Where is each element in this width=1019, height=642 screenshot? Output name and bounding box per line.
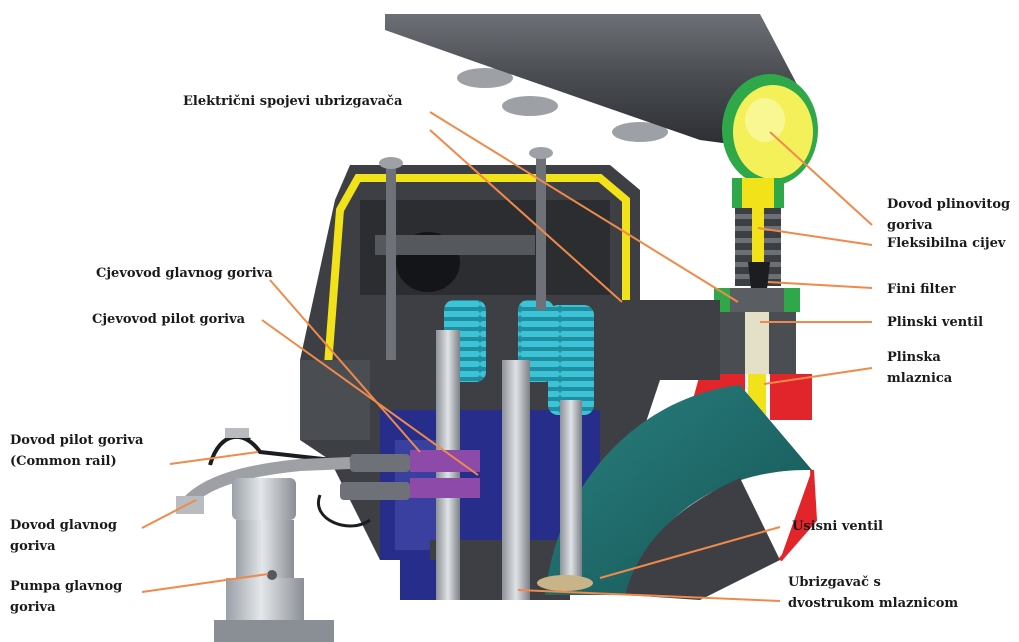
label-line: Ubrizgavač s bbox=[788, 575, 881, 590]
label-line: goriva bbox=[10, 600, 56, 615]
label-main-fuel-line: Cjevovod glavnog goriva bbox=[96, 263, 273, 284]
leader-fine-filter bbox=[767, 281, 873, 289]
label-line: Dovod glavnog bbox=[10, 518, 118, 533]
label-line: Cjevovod pilot goriva bbox=[92, 312, 246, 327]
label-line: Cjevovod glavnog goriva bbox=[96, 266, 273, 281]
label-electrical-connections: Električni spojevi ubrizgavača bbox=[183, 91, 402, 112]
gas-supply-pipe bbox=[385, 14, 818, 186]
leader-flex-pipe bbox=[757, 227, 873, 246]
leader-gas-supply bbox=[769, 131, 873, 226]
label-line: Dovod plinovitog bbox=[887, 197, 1011, 212]
label-line: mlaznica bbox=[887, 371, 953, 386]
label-main-fuel-supply: Dovod glavnog goriva bbox=[10, 515, 117, 557]
leader-pilot-supply bbox=[169, 451, 259, 465]
leader-lines bbox=[141, 111, 873, 602]
label-gas-nozzle: Plinska mlaznica bbox=[887, 347, 952, 389]
label-line: goriva bbox=[10, 539, 56, 554]
label-line: Plinska bbox=[887, 350, 941, 365]
label-dual-nozzle-injector: Ubrizgavač s dvostrukom mlaznicom bbox=[788, 572, 958, 614]
main-fuel-pump bbox=[176, 457, 351, 642]
label-line: Fini filter bbox=[887, 282, 956, 297]
label-line: dvostrukom mlaznicom bbox=[788, 596, 959, 611]
label-line: Dovod pilot goriva bbox=[10, 433, 144, 448]
leader-main-pump bbox=[141, 573, 269, 593]
label-fine-filter: Fini filter bbox=[887, 279, 956, 300]
intake-port bbox=[545, 385, 818, 600]
label-line: Pumpa glavnog bbox=[10, 579, 123, 594]
label-line: Električni spojevi ubrizgavača bbox=[183, 94, 403, 109]
label-intake-valve: Usisni ventil bbox=[792, 516, 883, 537]
leader-electrical-1 bbox=[429, 111, 739, 303]
label-gaseous-fuel-supply: Dovod plinovitog goriva bbox=[887, 194, 1010, 236]
label-line: goriva bbox=[887, 218, 933, 233]
label-flexible-pipe: Fleksibilna cijev bbox=[887, 233, 1005, 254]
leader-main-fuel-line bbox=[269, 279, 421, 453]
label-line: Fleksibilna cijev bbox=[887, 236, 1006, 251]
label-main-fuel-pump: Pumpa glavnog goriva bbox=[10, 576, 122, 618]
pilot-fuel-lines bbox=[208, 428, 480, 528]
label-line: (Common rail) bbox=[10, 454, 117, 469]
label-line: Usisni ventil bbox=[792, 519, 883, 534]
label-line: Plinski ventil bbox=[887, 315, 984, 330]
leader-electrical-2 bbox=[429, 129, 623, 303]
leader-pilot-fuel-line bbox=[261, 319, 479, 476]
label-pilot-fuel-line: Cjevovod pilot goriva bbox=[92, 309, 245, 330]
label-pilot-fuel-supply: Dovod pilot goriva (Common rail) bbox=[10, 430, 143, 472]
label-gas-valve: Plinski ventil bbox=[887, 312, 983, 333]
leader-intake-valve bbox=[599, 526, 781, 579]
leader-main-supply bbox=[141, 499, 197, 529]
leader-gas-nozzle bbox=[763, 367, 873, 385]
leader-injector bbox=[517, 589, 781, 602]
